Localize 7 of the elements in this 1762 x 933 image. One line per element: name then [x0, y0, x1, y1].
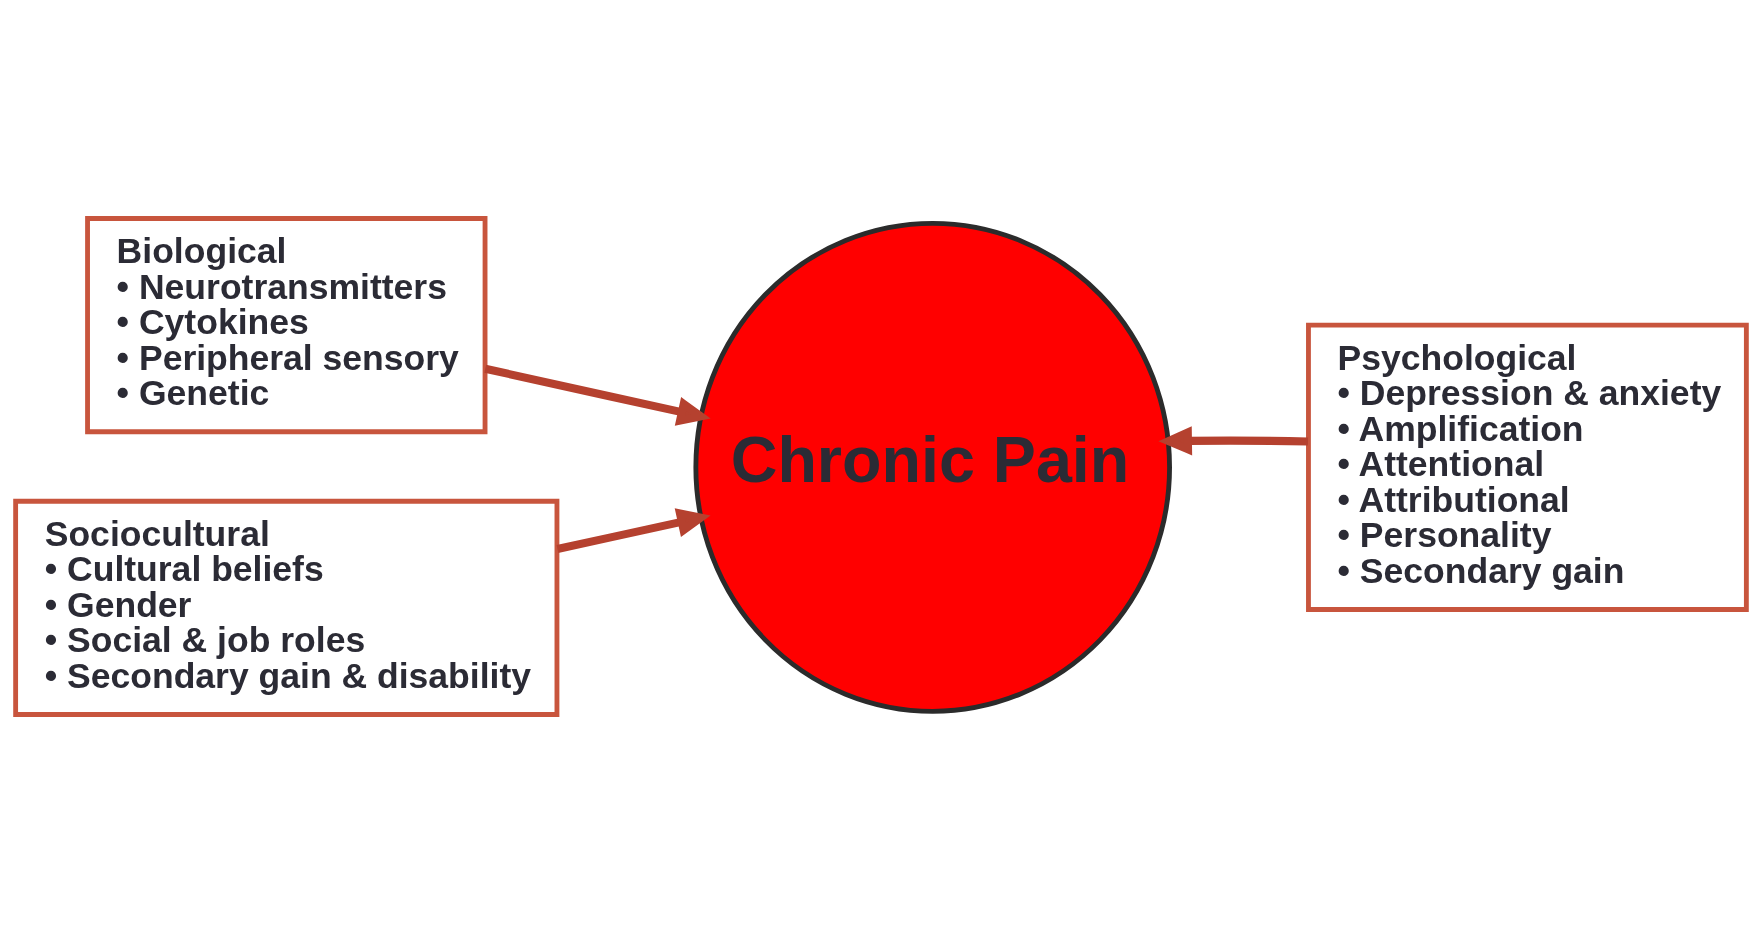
node-circle: Chronic Pain [693, 220, 1172, 714]
node-box: Biological • Neurotransmitters • Cytokines • Peripheral sensory • Genetic [85, 216, 488, 435]
arrow [1158, 426, 1309, 456]
node-box: Psychological • Depression & anxiety • Amplification • Attentional • Attributional • Personality • Secondary gain [1306, 322, 1749, 612]
node-box: Sociocultural • Cultural beliefs • Gender • Social & job roles • Secondary gain & disability [13, 498, 560, 717]
arrow [484, 364, 711, 426]
arrow [556, 508, 711, 553]
